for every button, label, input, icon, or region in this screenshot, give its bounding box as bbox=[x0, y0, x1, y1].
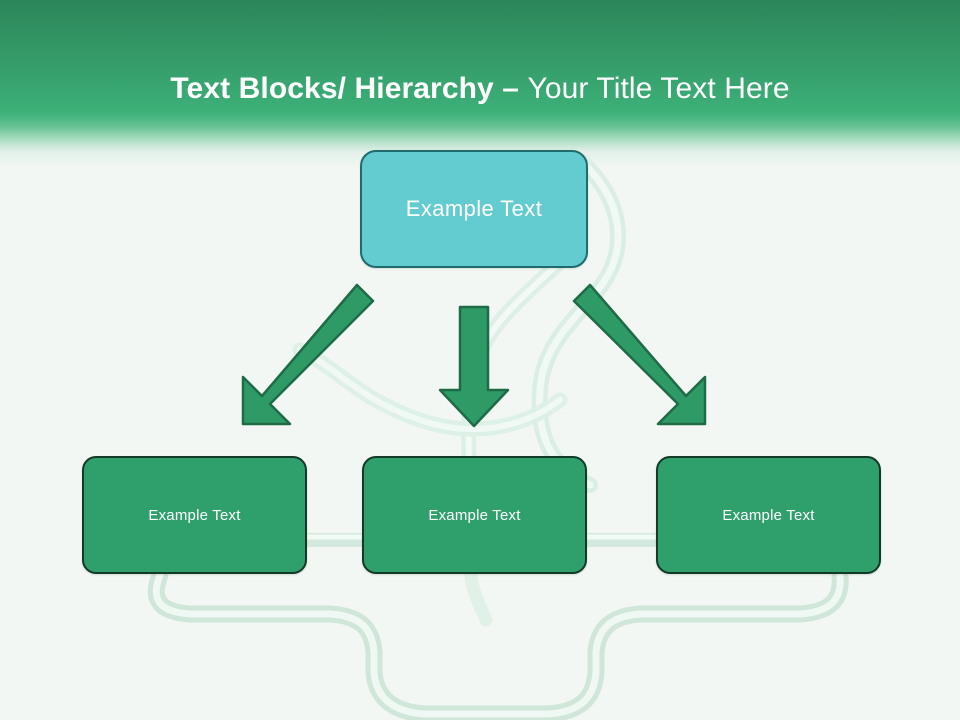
page-title: Text Blocks/ Hierarchy – Your Title Text… bbox=[0, 70, 960, 108]
node-root-label: Example Text bbox=[405, 196, 543, 221]
arrow-center-icon bbox=[438, 305, 510, 428]
arrow-left-icon bbox=[241, 283, 375, 426]
node-child-3-label: Example Text bbox=[722, 506, 815, 524]
page-title-light: Your Title Text Here bbox=[527, 72, 790, 106]
node-child-2[interactable]: Example Text bbox=[362, 456, 587, 574]
arrow-right-icon bbox=[572, 283, 707, 426]
page-title-bold: Text Blocks/ Hierarchy – bbox=[170, 72, 520, 106]
node-child-1-label: Example Text bbox=[148, 506, 241, 524]
header-band bbox=[0, 0, 960, 168]
node-root[interactable]: Example Text bbox=[360, 150, 588, 268]
node-child-1[interactable]: Example Text bbox=[82, 456, 307, 574]
node-child-3[interactable]: Example Text bbox=[656, 456, 881, 574]
node-child-2-label: Example Text bbox=[428, 506, 521, 524]
